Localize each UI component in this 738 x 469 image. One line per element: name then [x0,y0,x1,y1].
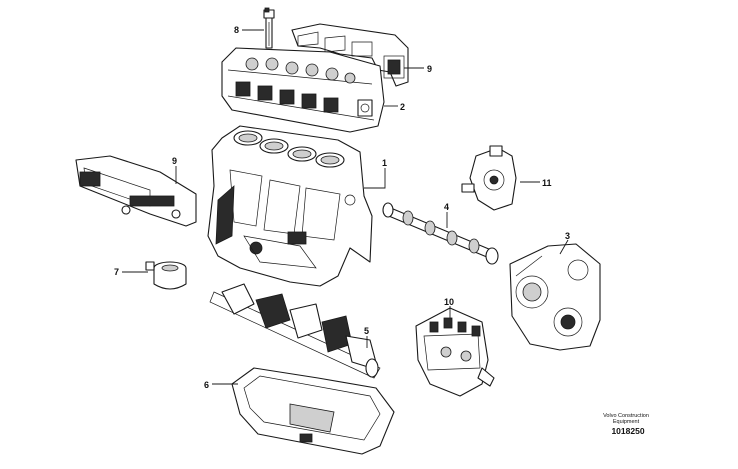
brand-line-2: Equipment [612,419,640,425]
part-timing-cover [509,243,601,351]
figure-number: 1018250 [611,426,645,436]
part-cylinder-head [221,47,385,133]
brand-line-1: Volvo Construction [603,413,649,419]
part-intake-manifold-left [75,155,197,227]
callout-1: 1 [382,158,387,168]
callout-5: 5 [364,326,369,336]
brand-caption: Volvo Construction Equipment [596,413,656,425]
part-camshaft [382,202,499,265]
callout-4: 4 [444,202,449,212]
callout-8: 8 [234,25,239,35]
callout-3: 3 [565,231,570,241]
callout-6: 6 [204,380,209,390]
callout-9-left: 9 [172,156,177,166]
callout-11: 11 [542,178,552,188]
part-engine-block [207,125,373,287]
part-exhaust-manifold-top [291,23,409,87]
callout-10: 10 [444,297,454,307]
part-oil-pan [231,367,395,455]
callout-7: 7 [114,267,119,277]
callout-2: 2 [400,102,405,112]
part-crankshaft [209,283,381,379]
callouts: 8 9 2 1 9 7 11 4 3 10 5 6 [114,25,570,390]
part-oil-filter [145,261,187,290]
part-injector-pipe [263,7,275,49]
leader-lines [122,29,569,385]
part-water-pump [461,145,517,211]
callout-9-top: 9 [427,64,432,74]
part-injection-pump [415,307,495,397]
